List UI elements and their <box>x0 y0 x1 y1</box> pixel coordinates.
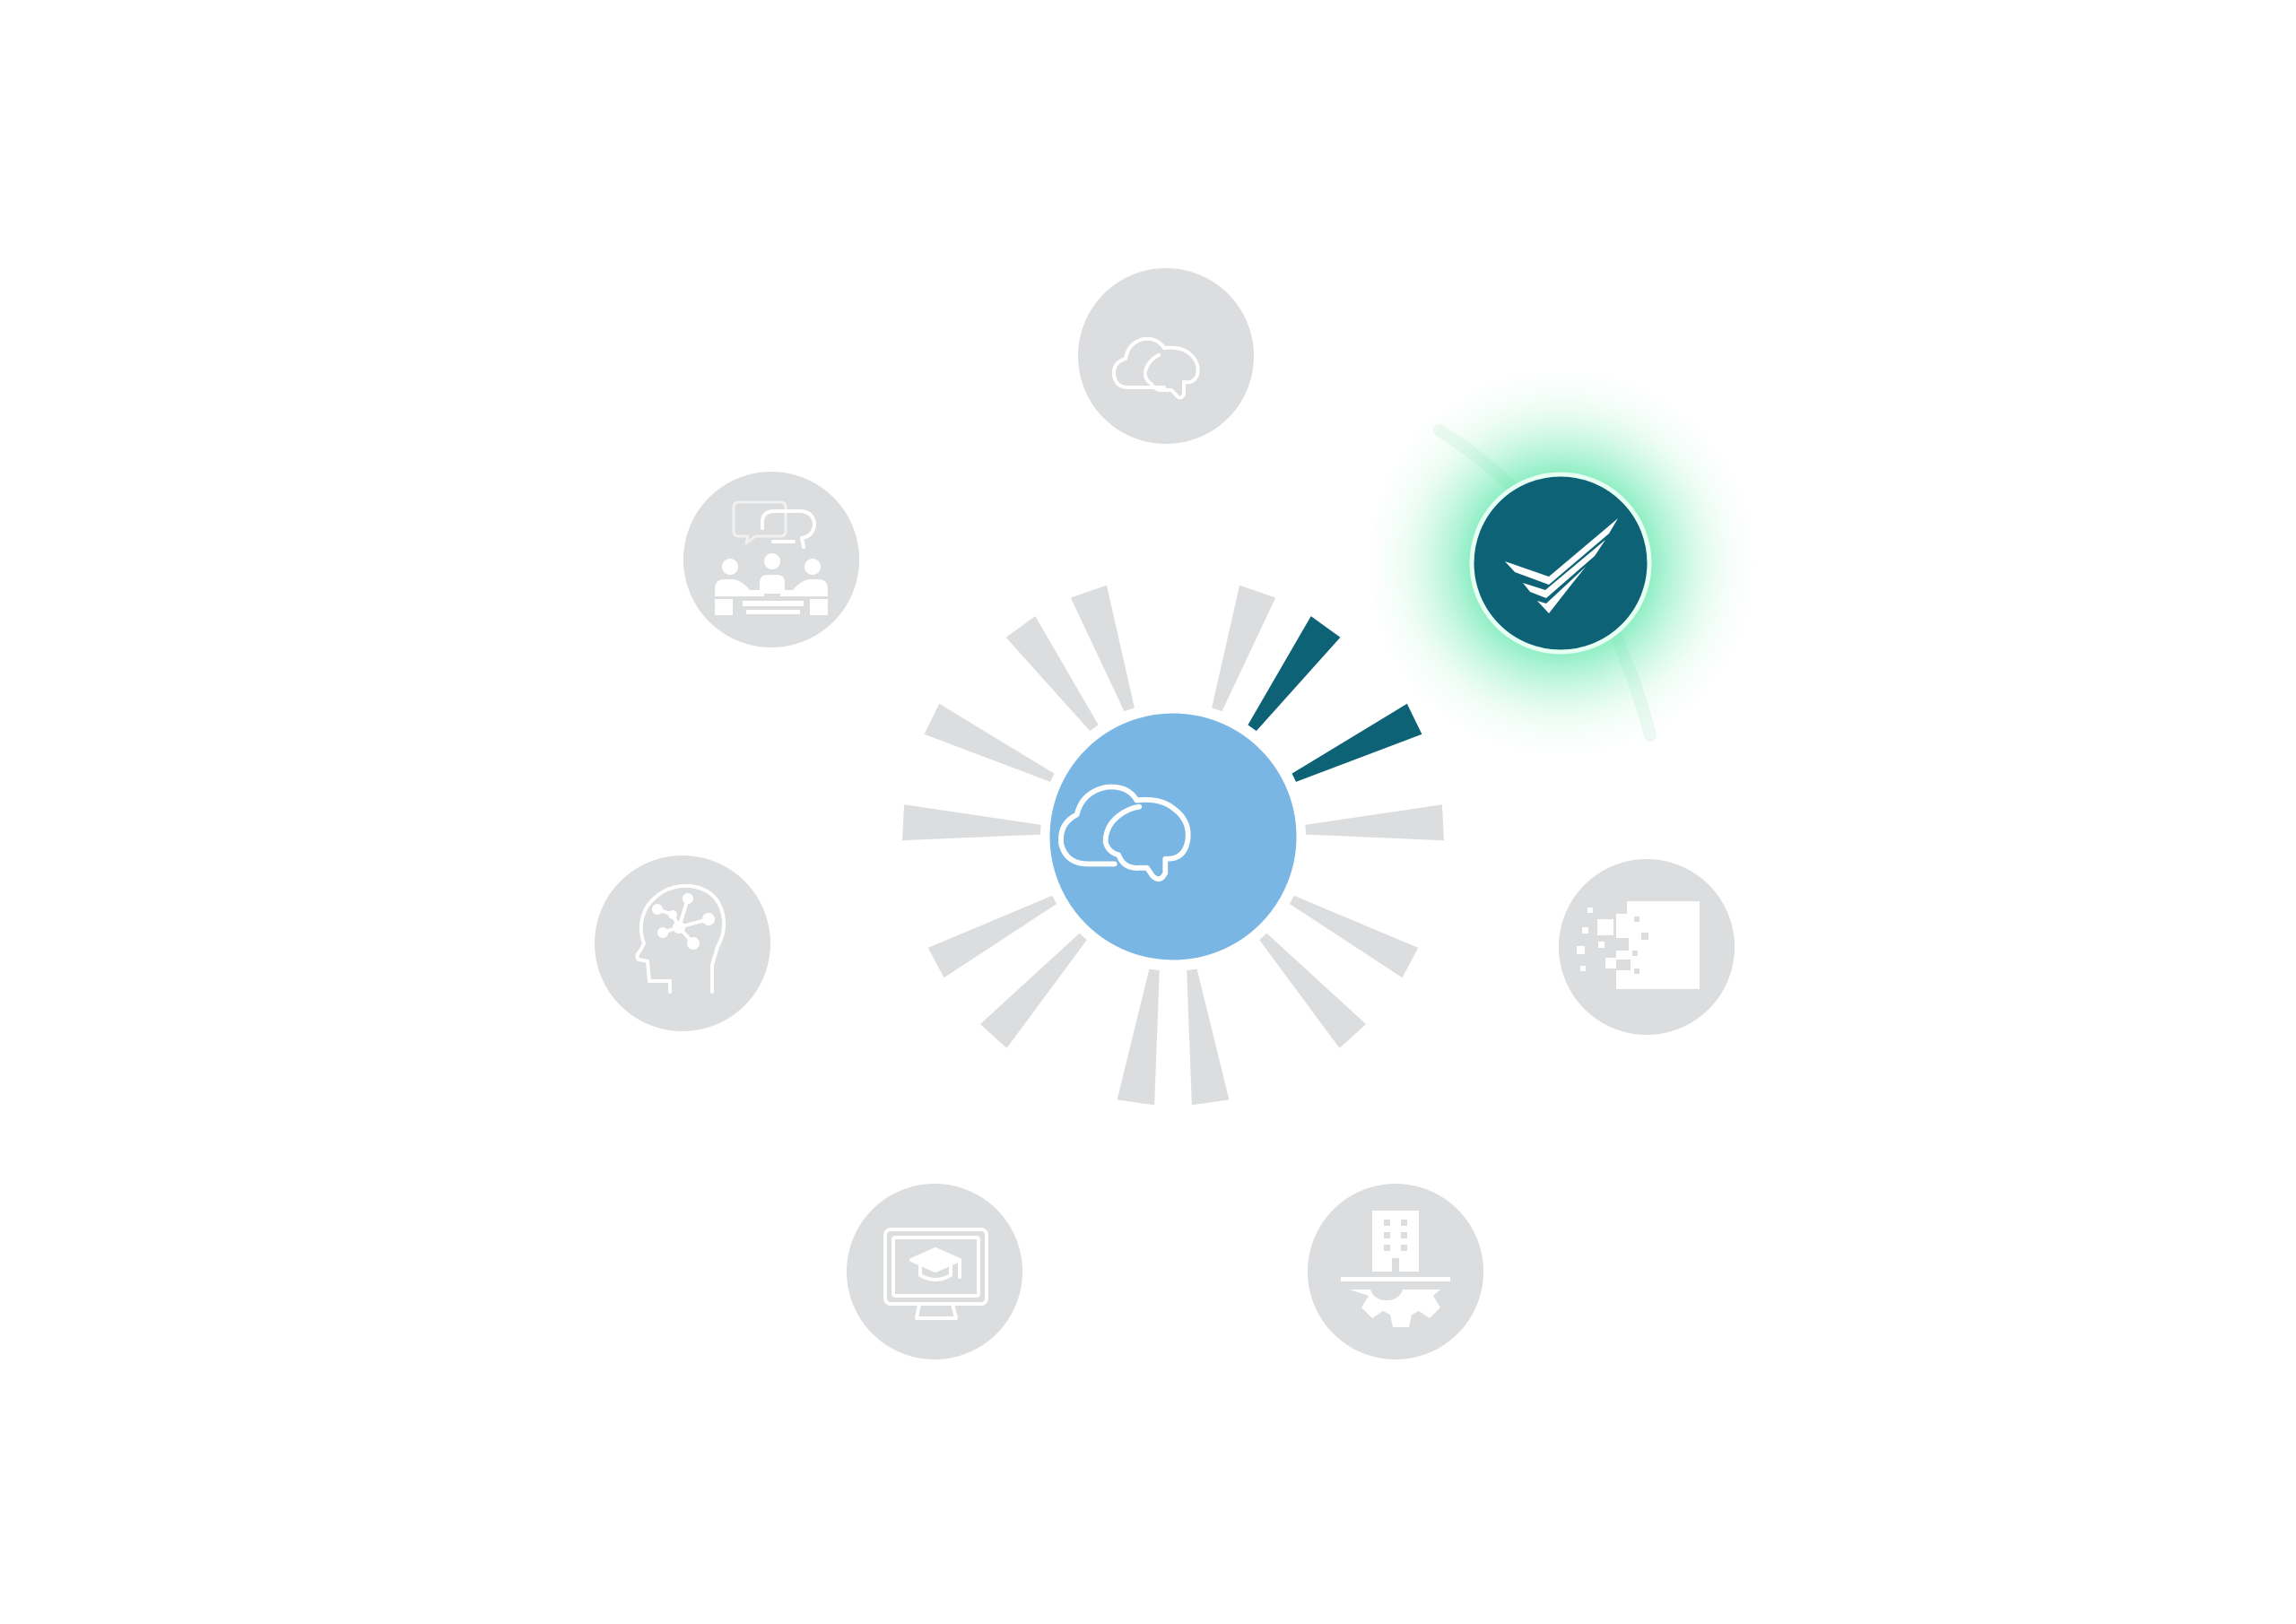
center-hub-circle <box>1045 708 1301 965</box>
node-verified-checkmark[interactable] <box>1354 357 1767 769</box>
spoke <box>1005 616 1099 732</box>
group-chat-icon <box>715 500 828 615</box>
spoke <box>1289 895 1419 978</box>
node-cloud-brain[interactable] <box>1078 268 1254 444</box>
node-circle-active <box>1469 472 1652 655</box>
node-group-discussion[interactable] <box>683 472 859 647</box>
node-online-education[interactable] <box>847 1184 1022 1359</box>
cloud-brain-icon <box>1111 336 1200 400</box>
outer-nodes <box>595 268 1767 1359</box>
building-gear-icon <box>1341 1211 1450 1327</box>
head-network-icon <box>635 883 726 994</box>
cloud-brain-icon <box>1058 784 1191 882</box>
pixel-data-icon <box>1577 901 1700 989</box>
spoke-active <box>1292 703 1422 782</box>
sunburst-spokes <box>902 585 1444 1106</box>
spoke <box>979 933 1087 1048</box>
spoke <box>1187 968 1230 1106</box>
node-head-network[interactable] <box>595 855 770 1031</box>
checkmark-icon <box>1505 518 1618 613</box>
node-building-gear[interactable] <box>1308 1184 1483 1359</box>
node-pixel-data[interactable] <box>1559 859 1735 1035</box>
node-circle <box>1078 268 1254 444</box>
center-hub[interactable] <box>1045 708 1301 965</box>
spoke <box>902 804 1041 841</box>
node-circle <box>595 855 770 1031</box>
spoke-active <box>1248 616 1341 732</box>
spoke <box>927 895 1057 978</box>
spoke <box>1305 804 1444 841</box>
spoke <box>1070 585 1135 712</box>
spoke <box>924 703 1055 782</box>
spoke <box>1259 933 1367 1048</box>
spoke <box>1212 585 1276 712</box>
spoke <box>1117 968 1160 1106</box>
graduation-monitor-icon <box>883 1228 988 1320</box>
